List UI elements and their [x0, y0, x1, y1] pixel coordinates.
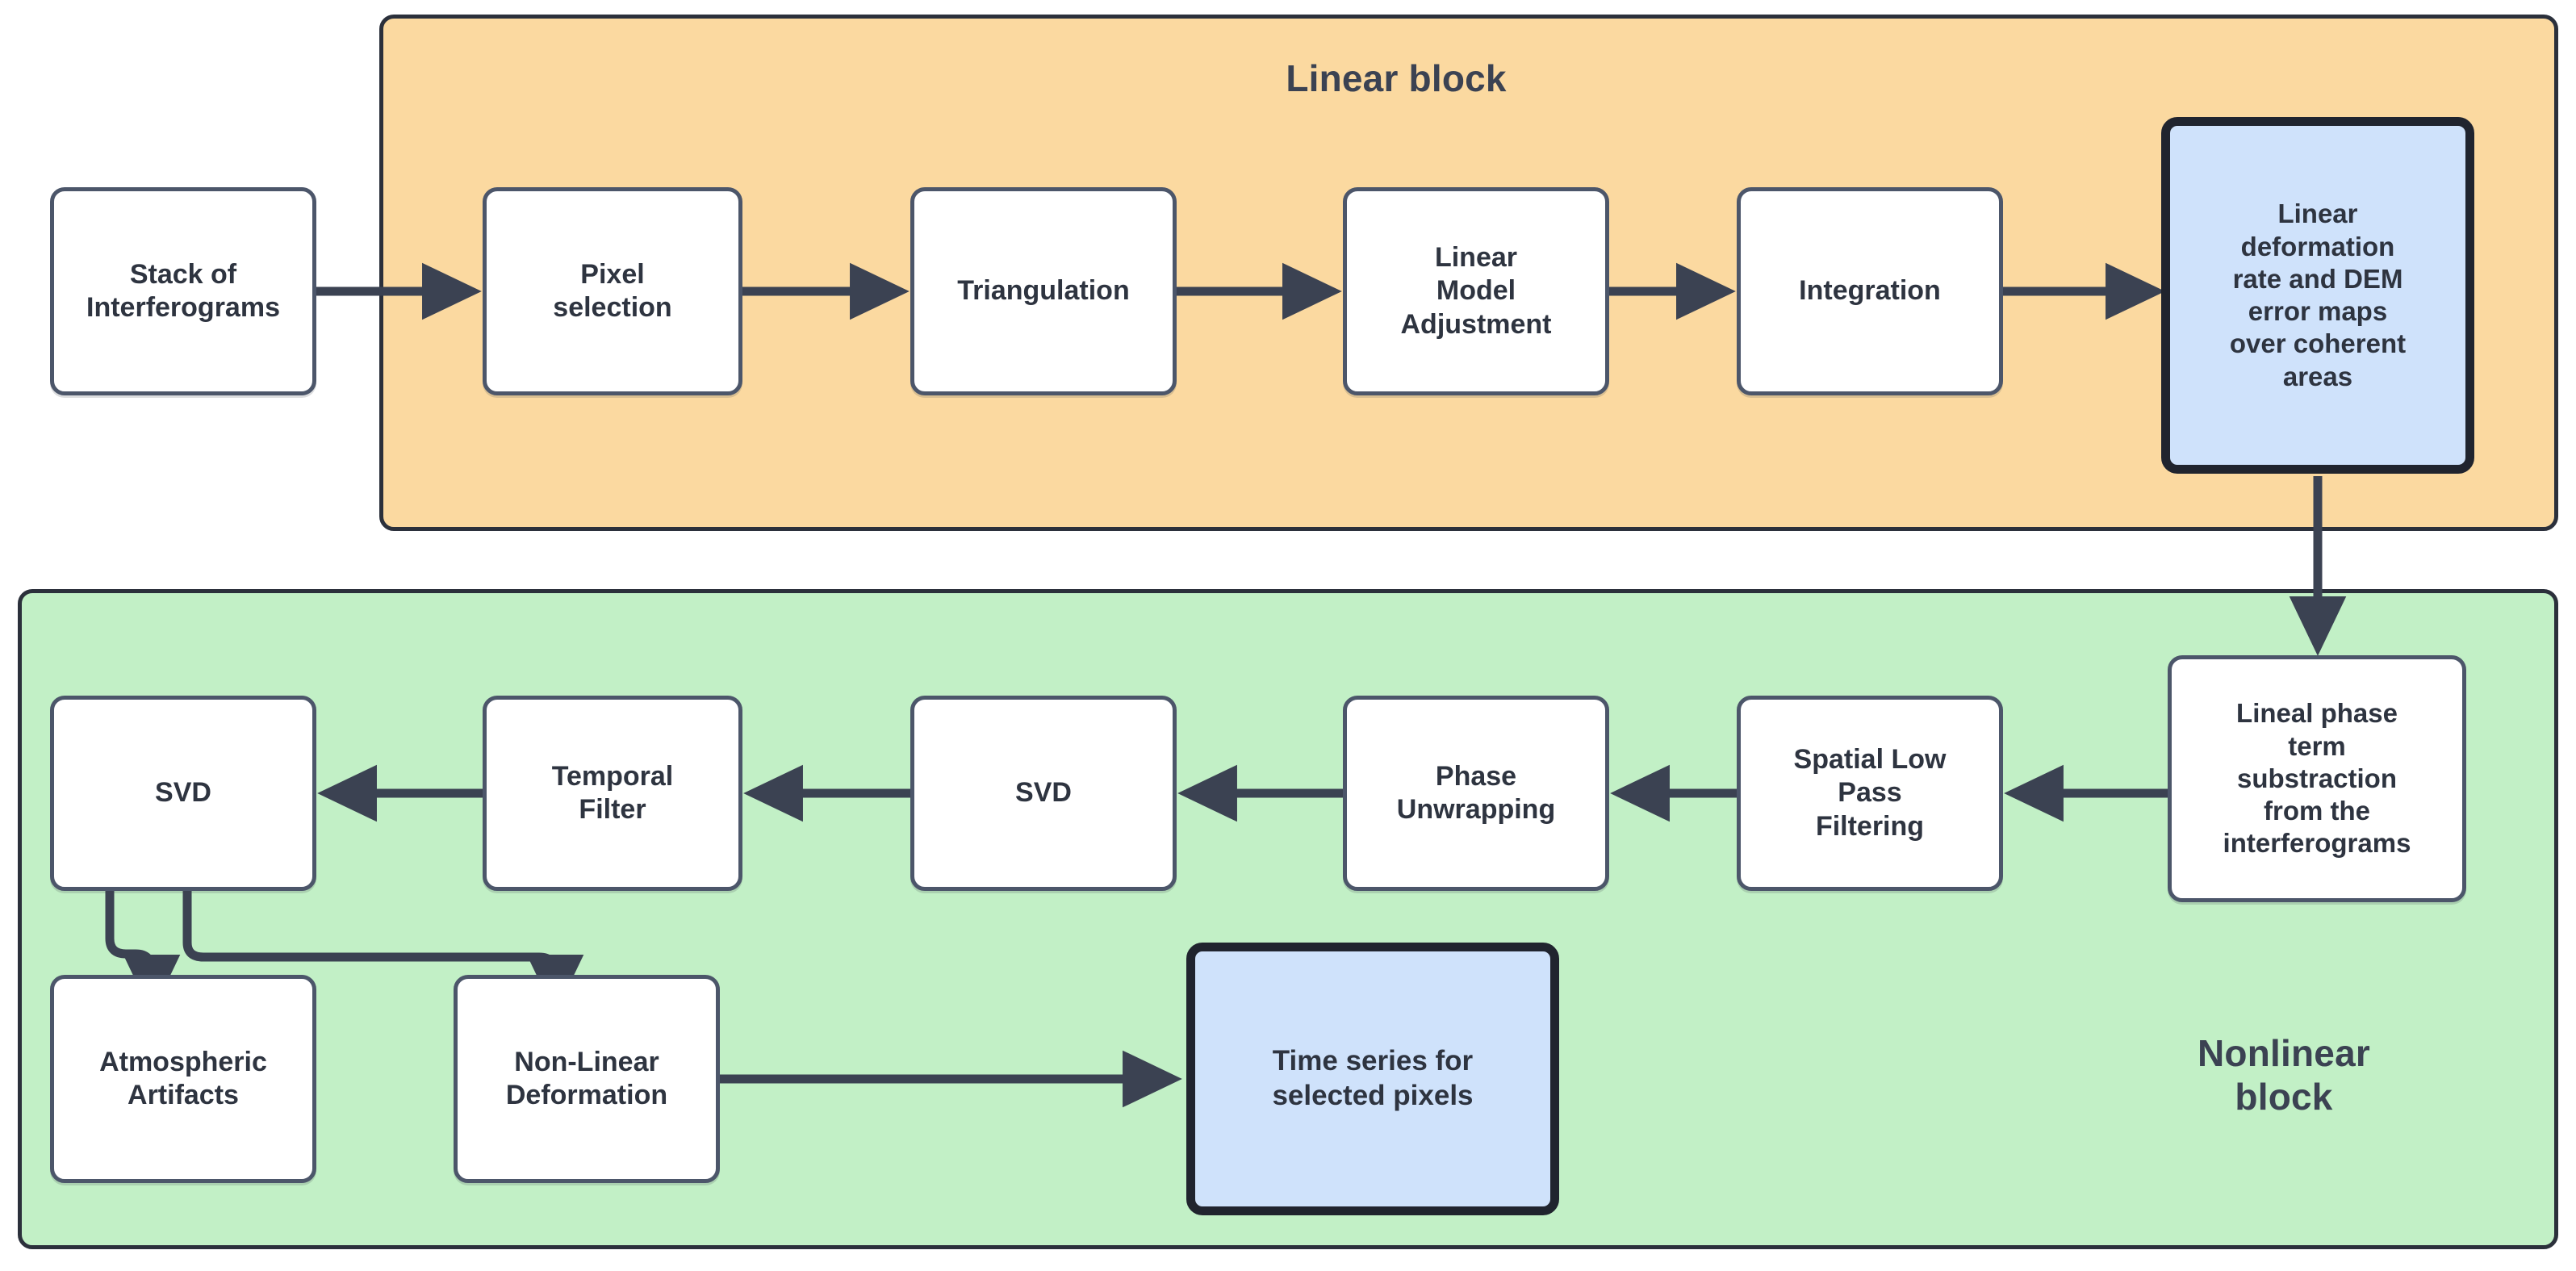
node-svd-right[interactable]: SVD	[910, 696, 1177, 891]
node-time-series-for-selected-pixels[interactable]: Time series for selected pixels	[1186, 943, 1559, 1215]
node-pixel-selection[interactable]: Pixel selection	[483, 187, 742, 395]
node-spatial-low-pass-filtering[interactable]: Spatial Low Pass Filtering	[1737, 696, 2003, 891]
node-svd-left[interactable]: SVD	[50, 696, 316, 891]
node-atmospheric-artifacts[interactable]: Atmospheric Artifacts	[50, 975, 316, 1183]
node-integration[interactable]: Integration	[1737, 187, 2003, 395]
node-triangulation[interactable]: Triangulation	[910, 187, 1177, 395]
node-non-linear-deformation[interactable]: Non-Linear Deformation	[454, 975, 720, 1183]
node-linear-deformation-rate-and-dem-error-maps[interactable]: Linear deformation rate and DEM error ma…	[2161, 117, 2474, 474]
node-stack-of-interferograms[interactable]: Stack of Interferograms	[50, 187, 316, 395]
node-temporal-filter[interactable]: Temporal Filter	[483, 696, 742, 891]
group-nonlinear-block-title: Nonlinear block	[2198, 1032, 2370, 1118]
node-phase-unwrapping[interactable]: Phase Unwrapping	[1343, 696, 1609, 891]
node-lineal-phase-term-substraction[interactable]: Lineal phase term substraction from the …	[2168, 655, 2466, 902]
node-linear-model-adjustment[interactable]: Linear Model Adjustment	[1343, 187, 1609, 395]
group-linear-block-title: Linear block	[1286, 57, 1507, 99]
